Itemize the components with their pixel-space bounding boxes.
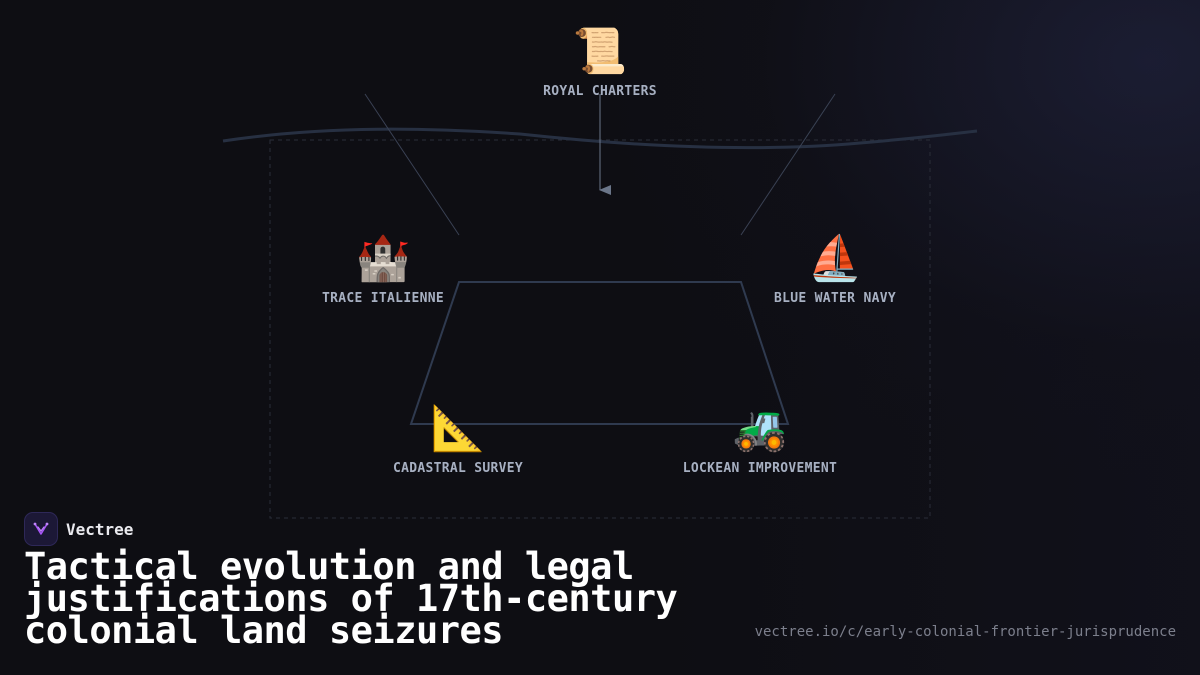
- sailboat-icon: ⛵: [807, 233, 863, 284]
- brand-name: Vectree: [66, 519, 134, 539]
- brand[interactable]: Vectree: [24, 512, 133, 546]
- node-label: LOCKEAN IMPROVEMENT: [682, 461, 838, 476]
- connector-right: [740, 93, 836, 236]
- node-royal-charters: 📜 ROYAL CHARTERS: [480, 24, 720, 99]
- connector-left: [364, 93, 460, 236]
- vectree-logo-icon: [24, 512, 58, 546]
- node-label: BLUE WATER NAVY: [774, 291, 896, 306]
- node-lockean-improvement: 🚜 LOCKEAN IMPROVEMENT: [640, 401, 880, 476]
- node-blue-water-navy: ⛵ BLUE WATER NAVY: [715, 231, 955, 306]
- node-trace-italienne: 🏰 TRACE ITALIENNE: [263, 231, 503, 306]
- trapezoid-shape: [409, 281, 790, 425]
- node-cadastral-survey: 📐 CADASTRAL SURVEY: [338, 401, 578, 476]
- node-label: ROYAL CHARTERS: [543, 84, 657, 99]
- source-url[interactable]: vectree.io/c/early-colonial-frontier-jur…: [754, 624, 1176, 640]
- node-label: TRACE ITALIENNE: [322, 291, 444, 306]
- scroll-icon: 📜: [572, 26, 628, 77]
- node-label: CADASTRAL SURVEY: [392, 461, 524, 476]
- frontier-curve: [222, 127, 978, 150]
- page-title: Tactical evolution and legal justificati…: [24, 545, 678, 652]
- tractor-icon: 🚜: [732, 403, 788, 454]
- castle-icon: 🏰: [355, 233, 411, 284]
- triangular-ruler-icon: 📐: [430, 403, 486, 454]
